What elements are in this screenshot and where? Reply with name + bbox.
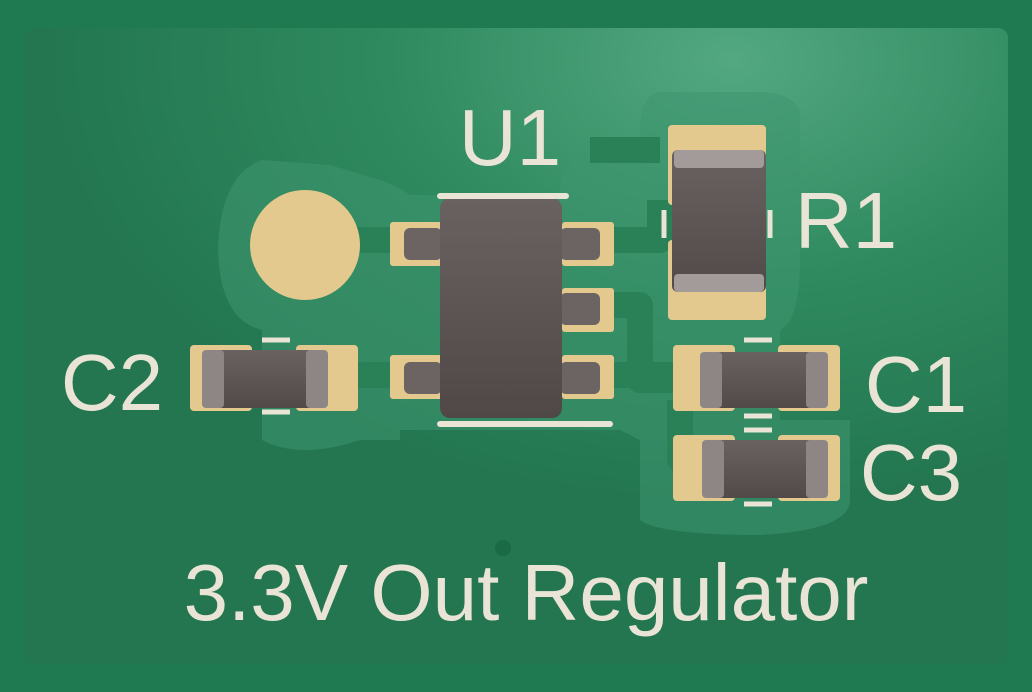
r1-label: R1 [795,176,897,265]
c2-body [202,350,328,408]
u1-regulator [390,193,614,427]
board-title: 3.3V Out Regulator [184,548,869,637]
test-point-pad [250,190,360,300]
r1-body [672,150,766,292]
c2-capacitor [190,337,358,415]
c1-label: C1 [865,340,967,429]
c2-label: C2 [61,338,163,427]
small-via [495,540,511,556]
c3-label: C3 [860,428,962,517]
u1-body [440,198,562,418]
c3-body [702,440,828,498]
u1-label: U1 [459,93,561,182]
r1-resistor [661,125,773,320]
c1-capacitor [673,337,840,419]
c1-body [700,352,828,408]
c3-capacitor [673,427,840,507]
